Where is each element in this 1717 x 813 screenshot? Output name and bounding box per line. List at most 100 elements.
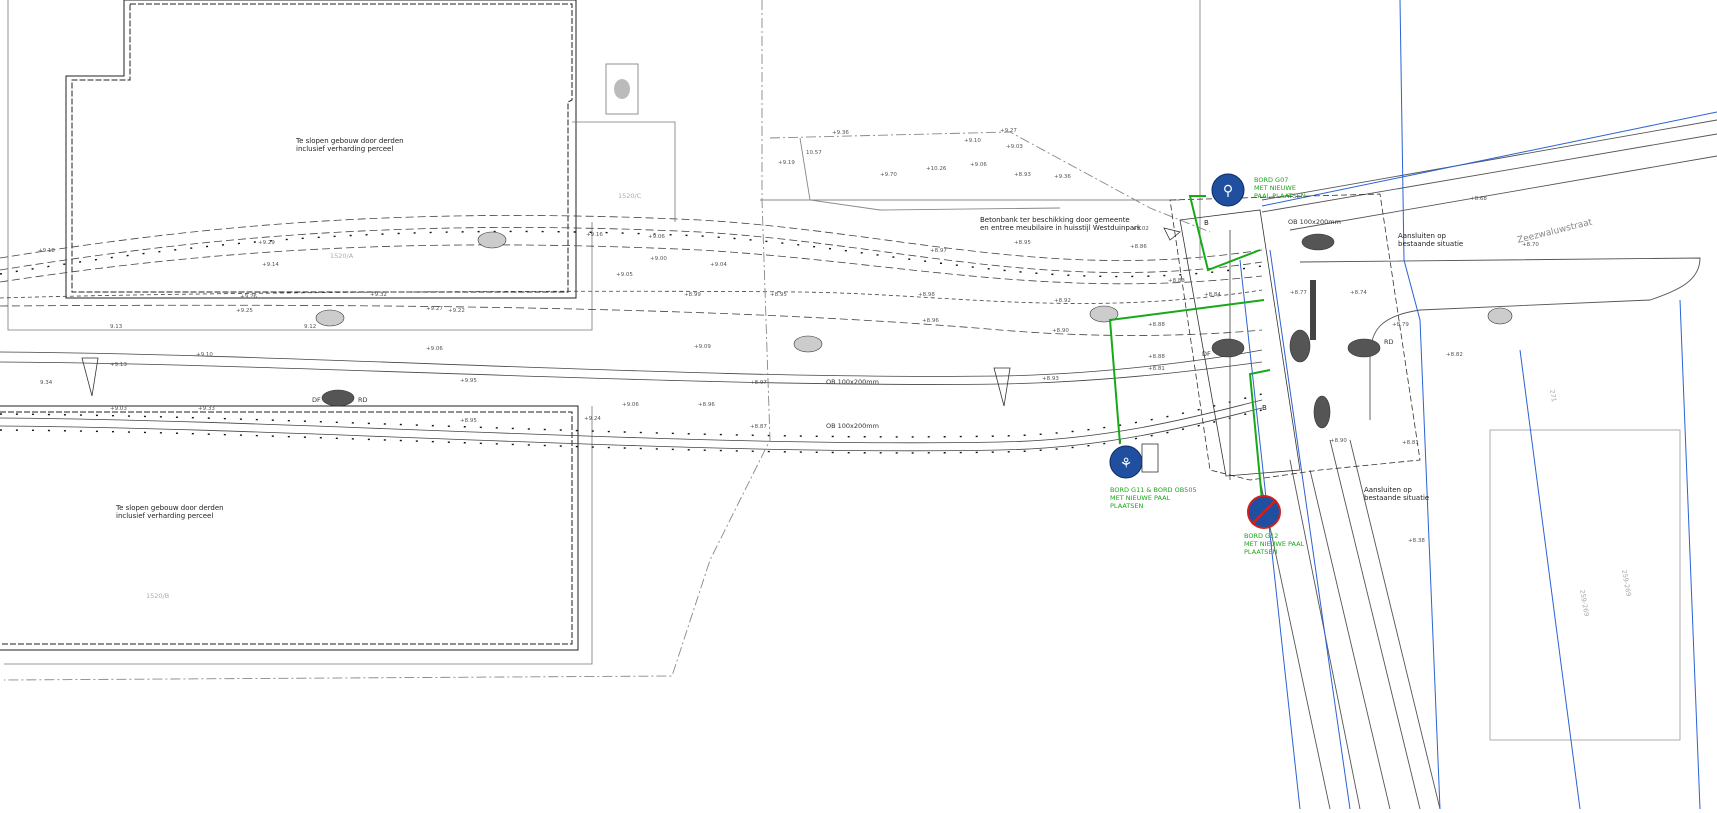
bicycle-icon: ⚘ <box>1120 456 1133 472</box>
sign-g12-label3: PLAATSEN <box>1244 548 1277 556</box>
connect-bottom-line2: bestaande situatie <box>1364 494 1429 502</box>
spot-height: +9.03 <box>1006 144 1023 150</box>
spot-height: +9.95 <box>460 378 477 384</box>
spot-height: +9.06 <box>648 234 665 240</box>
spot-height: +8.83 <box>1168 278 1185 284</box>
spot-height: +9.06 <box>970 162 987 168</box>
spot-height: +8.90 <box>1052 328 1069 334</box>
spot-height: 9.34 <box>40 380 53 386</box>
b-marker-2: B <box>1262 404 1267 412</box>
parcel-259-269b: 259-269 <box>1620 569 1633 597</box>
spot-height: +9.33 <box>198 406 215 412</box>
dimension-labels: OB 100x200mm OB 100x200mm OB 100x200mm <box>826 218 1341 430</box>
spot-height: +9.14 <box>262 262 279 268</box>
parcel-271: 271 <box>1548 389 1558 403</box>
spot-height: +8.96 <box>922 318 939 324</box>
parcel-259-269a: 259-269 <box>1578 589 1591 617</box>
spot-height: +8.86 <box>1130 244 1147 250</box>
spot-height: +9.70 <box>880 172 897 178</box>
spot-height: +9.06 <box>622 402 639 408</box>
sign-g07: ⚲ <box>1211 173 1245 207</box>
spot-height: +8.98 <box>918 292 935 298</box>
spot-height: +8.93 <box>1014 172 1031 178</box>
walk-icon: ⚲ <box>1223 183 1233 199</box>
parcel-1520c: 1520/C <box>618 192 642 200</box>
spot-height: +8.38 <box>1408 538 1425 544</box>
spot-height: +8.79 <box>1392 322 1409 328</box>
spot-height: +8.81 <box>1402 440 1419 446</box>
spot-height: +8.93 <box>1042 376 1059 382</box>
bench-note-line2: en entree meubilaire in huisstijl Westdu… <box>980 224 1142 232</box>
bench-note-line1: Betonbank ter beschikking door gemeente <box>980 216 1130 224</box>
spot-height: +8.70 <box>1522 242 1539 248</box>
spot-height: +8.68 <box>1470 196 1487 202</box>
surface-markers: DF RD DF RD B B <box>312 219 1394 412</box>
fences-blue <box>1239 0 1717 810</box>
sign-g12 <box>1247 495 1281 529</box>
boundary-lines <box>3 0 1211 681</box>
demolish-top-line1: Te slopen gebouw door derden <box>295 137 404 145</box>
spot-height: +8.95 <box>460 418 477 424</box>
sign-g11: ⚘ <box>1109 443 1159 479</box>
ob-label-1: OB 100x200mm <box>826 378 879 386</box>
spot-height: +9.36 <box>832 130 849 136</box>
triangles <box>81 227 1181 407</box>
spot-height: +9.13 <box>110 362 127 368</box>
connect-bottom-line1: Aansluiten op <box>1364 486 1412 494</box>
spot-height: +9.27 <box>1000 128 1017 134</box>
connect-top-line2: bestaande situatie <box>1398 240 1463 248</box>
spot-height: +9.16 <box>586 232 603 238</box>
ob-label-3: OB 100x200mm <box>1288 218 1341 226</box>
spot-height: +9.03 <box>110 406 127 412</box>
spot-height: +8.88 <box>1148 322 1165 328</box>
spot-height: +9.02 <box>1132 226 1149 232</box>
sign-labels: BORD G07 MET NIEUWE PAAL PLAATSEN BORD G… <box>1110 176 1306 556</box>
crossing-area <box>1169 193 1421 481</box>
spot-height: +9.10 <box>196 352 213 358</box>
building-bottom <box>0 405 579 651</box>
sign-g07-label1: BORD G07 <box>1254 176 1288 184</box>
sign-g11-label3: PLAATSEN <box>1110 502 1143 510</box>
edge-posts <box>0 230 1263 454</box>
rd-marker-1: RD <box>358 396 368 404</box>
spot-heights: +9.18+9.29+9.14+9.26+9.32+9.25+9.27+9.22… <box>38 128 1539 544</box>
spot-height: +10.26 <box>926 166 947 172</box>
spot-height: +9.27 <box>426 306 443 312</box>
spot-height: +8.82 <box>1446 352 1463 358</box>
spot-height: +8.84 <box>1204 292 1221 298</box>
spot-height: +8.97 <box>930 248 947 254</box>
demolish-bottom-line2: inclusief verharding perceel <box>116 512 213 520</box>
rd-marker-2: RD <box>1384 338 1394 346</box>
callout-lines <box>1108 195 1271 501</box>
b-marker-1: B <box>1204 219 1209 227</box>
spot-height: 9.12 <box>304 324 316 330</box>
spot-height: 10.57 <box>806 150 822 156</box>
spot-height: +8.92 <box>1054 298 1071 304</box>
spot-height: +9.10 <box>964 138 981 144</box>
spot-height: +8.97 <box>750 380 767 386</box>
spot-height: +9.04 <box>710 262 727 268</box>
df-marker-2: DF <box>1202 350 1211 358</box>
spot-height: +9.18 <box>38 248 55 254</box>
parcel-1520b: 1520/B <box>146 592 169 600</box>
spot-height: +9.05 <box>616 272 633 278</box>
parcel-1520a: 1520/A <box>330 252 354 260</box>
sign-g12-label2: MET NIEUWE PAAL <box>1244 540 1305 548</box>
spot-height: +8.74 <box>1350 290 1367 296</box>
parcel-outlines <box>4 0 1681 741</box>
spot-height: +9.22 <box>448 308 465 314</box>
df-marker-1: DF <box>312 396 321 404</box>
spot-height: +9.09 <box>694 344 711 350</box>
demolish-top-line2: inclusief verharding perceel <box>296 145 393 153</box>
spot-height: +9.29 <box>258 240 275 246</box>
spot-height: +8.87 <box>750 424 767 430</box>
connect-top-line1: Aansluiten op <box>1398 232 1446 240</box>
sign-g07-label2: MET NIEUWE <box>1254 184 1296 192</box>
parcel-labels: 1520/C 1520/A 1520/B 271 259-269 259-269 <box>146 192 1633 617</box>
ob-label-2: OB 100x200mm <box>826 422 879 430</box>
spot-height: +8.95 <box>770 292 787 298</box>
notes: Te slopen gebouw door derden inclusief v… <box>115 137 1463 520</box>
spot-height: +9.19 <box>778 160 795 166</box>
